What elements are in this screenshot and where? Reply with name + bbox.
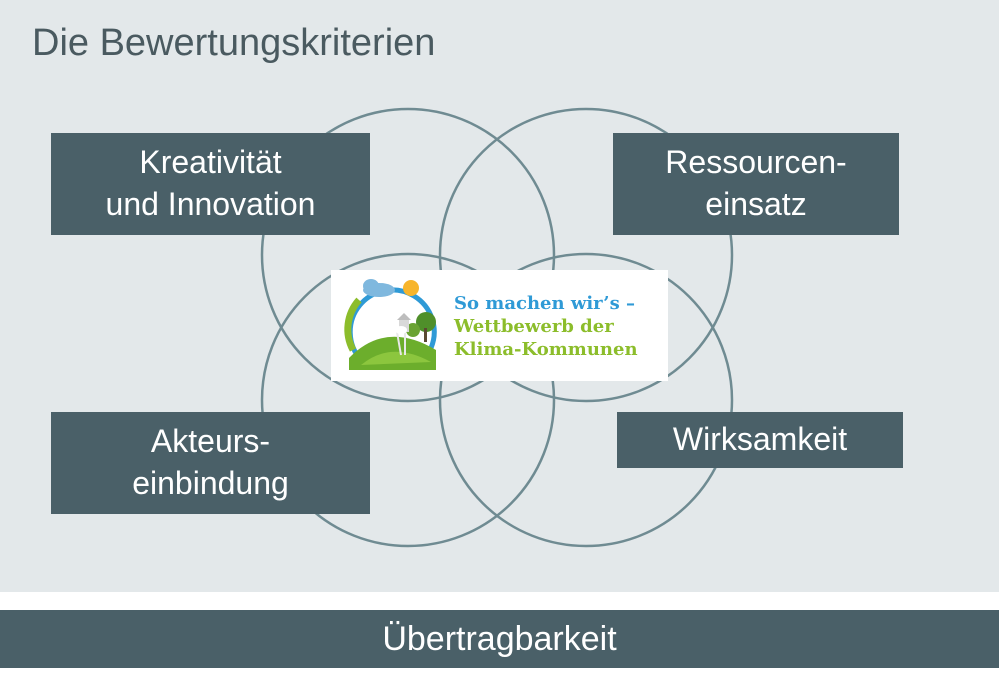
criterion-label: Wirksamkeit	[672, 421, 848, 458]
logo-line-1: So machen wir’s –	[454, 293, 635, 314]
criterion-box-wirksamkeit: Wirksamkeit	[617, 412, 903, 468]
criterion-label: Ressourcen- einsatz	[665, 144, 847, 222]
criterion-box-ressourceneinsatz: Ressourcen- einsatz	[613, 133, 899, 235]
bottom-criterion-bar: Übertragbarkeit	[0, 610, 999, 668]
logo-text: So machen wir’s – Wettbewerb der Klima-K…	[454, 292, 638, 361]
criterion-box-kreativitaet: Kreativität und Innovation	[51, 133, 370, 235]
bottom-bar-label: Übertragbarkeit	[382, 619, 617, 658]
page-title: Die Bewertungskriterien	[32, 22, 436, 64]
criterion-label: Kreativität und Innovation	[105, 144, 316, 222]
logo-line-2: Wettbewerb der	[454, 316, 614, 337]
venn-circle-top-right	[438, 107, 734, 403]
venn-circles	[260, 107, 734, 548]
criterion-box-akteurseinbindung: Akteurs- einbindung	[51, 412, 370, 514]
venn-circle-bottom-left	[260, 252, 556, 548]
venn-circle-bottom-right	[438, 252, 734, 548]
competition-logo: So machen wir’s – Wettbewerb der Klima-K…	[331, 270, 668, 381]
criterion-label: Akteurs- einbindung	[132, 423, 289, 501]
logo-emblem-icon	[344, 279, 437, 370]
venn-circle-top-left	[260, 107, 556, 403]
logo-line-3: Klima-Kommunen	[454, 339, 638, 360]
